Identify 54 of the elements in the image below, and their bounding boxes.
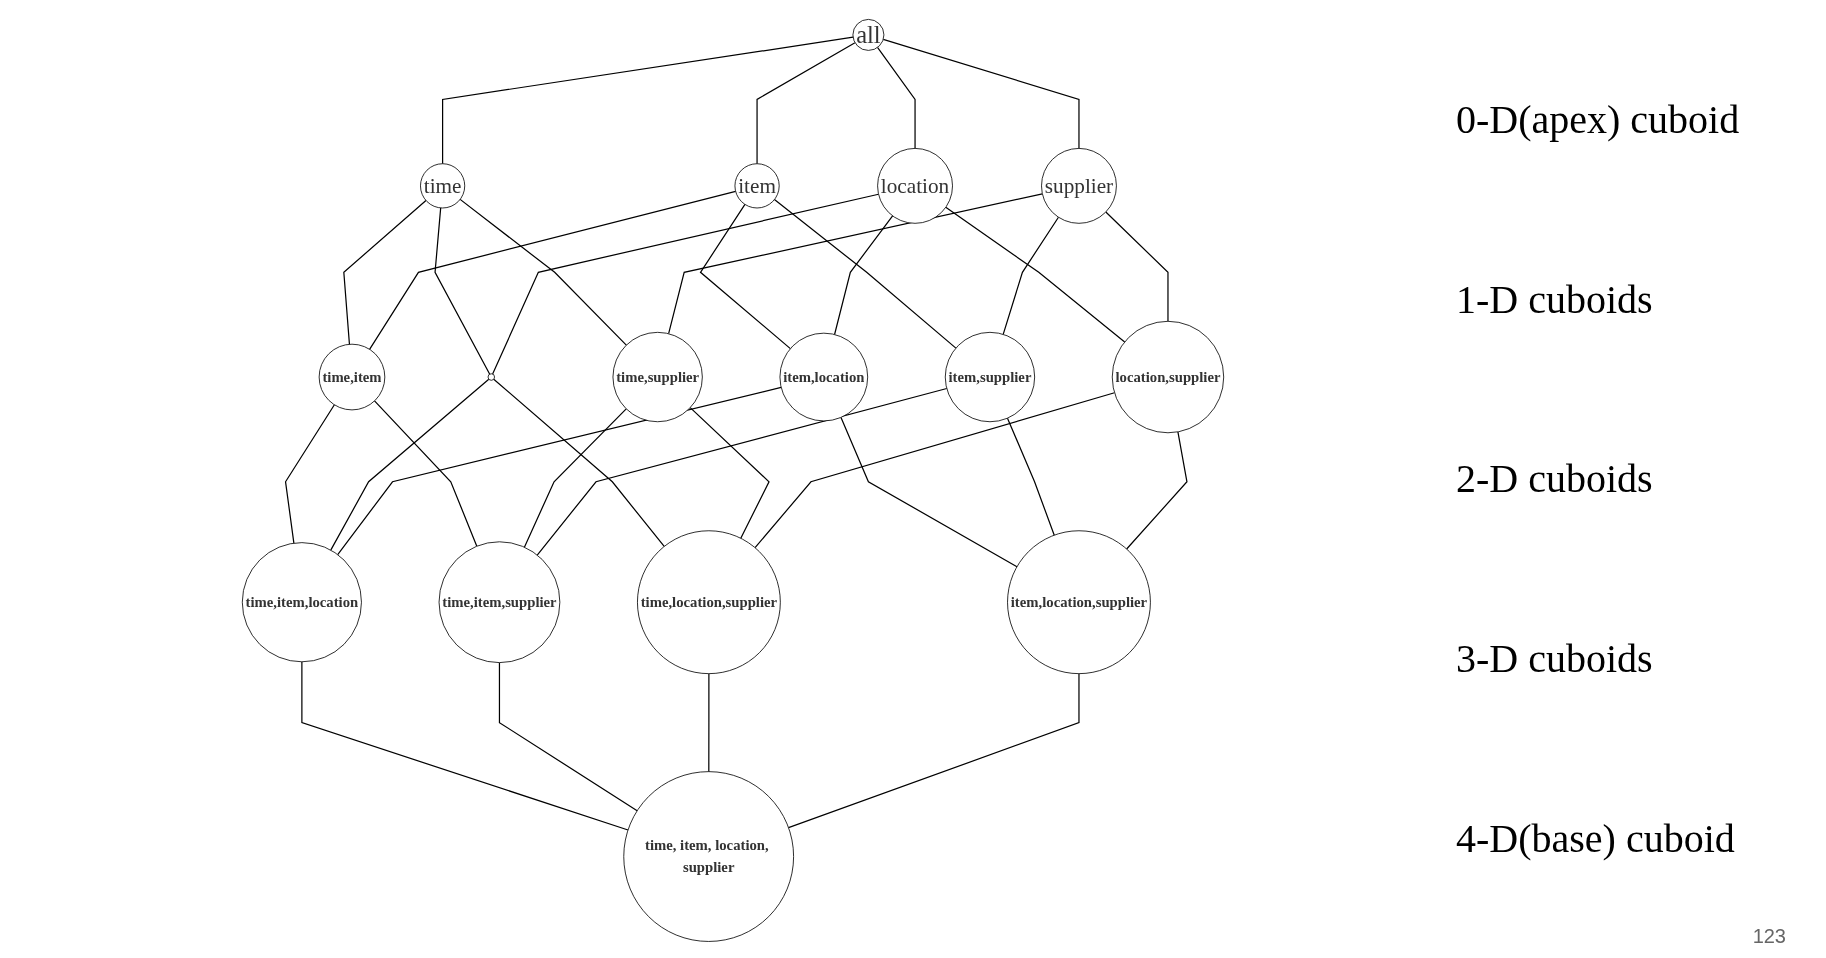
connector [876, 46, 916, 149]
connector [434, 207, 491, 375]
node-circle: time,item,location [241, 542, 362, 663]
connector [459, 198, 627, 346]
node-circle: time,item,supplier [438, 541, 561, 664]
connector [668, 193, 1043, 335]
connector [330, 378, 490, 551]
connector [833, 215, 894, 336]
connector [756, 42, 856, 165]
level-label: 4-D(base) cuboid [1456, 814, 1736, 862]
connector [498, 662, 638, 812]
node-circle: all [852, 19, 885, 51]
node-circle: item,location,supplier [1007, 530, 1151, 675]
level-label: 1-D cuboids [1456, 275, 1654, 323]
connector [368, 190, 737, 350]
connector [1002, 216, 1060, 335]
node-circle: item [734, 163, 780, 209]
level-label: 3-D cuboids [1456, 635, 1654, 683]
connector [1126, 431, 1188, 550]
connector [754, 392, 1116, 549]
connector [773, 198, 957, 349]
connector [882, 38, 1080, 149]
connector [708, 673, 710, 773]
node-circle: time,location,supplier [637, 530, 781, 675]
node-circle: time,supplier [612, 331, 703, 423]
connector [1006, 417, 1055, 536]
node-circle [487, 373, 495, 381]
connector [787, 673, 1080, 829]
node-circle: location,supplier [1111, 320, 1225, 434]
connector [493, 378, 665, 548]
connector [840, 416, 1018, 568]
connector [337, 386, 782, 556]
node-circle: time [420, 163, 466, 209]
connector [373, 400, 478, 547]
connector [284, 404, 335, 544]
connector [699, 203, 791, 350]
connector [689, 407, 770, 539]
connector [536, 387, 948, 556]
node-circle: item,supplier [944, 331, 1036, 423]
connector [492, 193, 880, 375]
node-circle: time,item [318, 343, 386, 411]
connector [343, 199, 427, 345]
level-label: 0-D(apex) cuboid [1456, 96, 1741, 144]
level-label: 2-D cuboids [1456, 455, 1654, 503]
connector [945, 206, 1126, 343]
connector [301, 661, 629, 831]
page-number: 123 [1752, 925, 1786, 948]
connector [523, 408, 627, 548]
node-circle: location [877, 148, 953, 224]
node-circle: item,location [779, 332, 869, 422]
connector [1105, 211, 1169, 322]
node-circle: time, item, location, supplier [623, 771, 794, 942]
connector [442, 36, 854, 165]
node-circle: supplier [1041, 148, 1117, 224]
